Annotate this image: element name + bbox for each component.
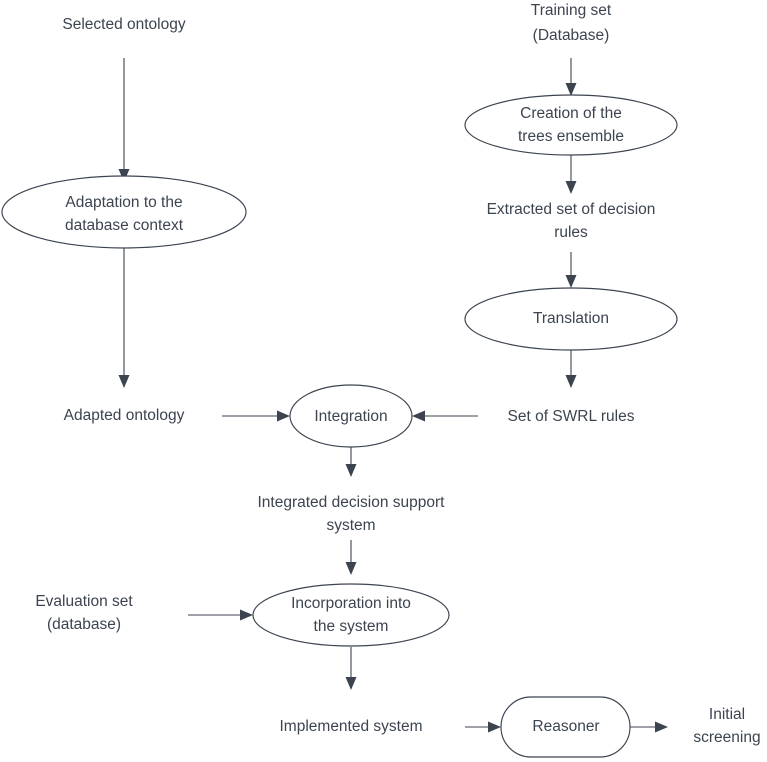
node-training-set: Training set (Database) <box>531 2 612 44</box>
adaptation-ellipse[interactable] <box>1 175 247 249</box>
node-initial-screening: Initial screening <box>693 706 760 746</box>
integration-ellipse[interactable] <box>289 384 413 448</box>
edge-integrated-dss-to-incorporation <box>345 540 357 575</box>
integration-label: Integration <box>314 408 387 425</box>
edge-adapted-ontology-to-integration <box>222 410 290 422</box>
training-set-label-line2: (Database) <box>533 27 610 44</box>
node-implemented-system: Implemented system <box>280 718 423 735</box>
translation-ellipse[interactable] <box>464 287 678 351</box>
node-integration[interactable]: Integration <box>289 384 413 448</box>
node-adapted-ontology: Adapted ontology <box>64 407 185 424</box>
training-set-label-line1: Training set <box>531 2 612 19</box>
edge-implemented-system-to-reasoner <box>465 721 501 733</box>
creation-trees-ellipse[interactable] <box>464 94 678 156</box>
reasoner-rounded-rect[interactable] <box>500 696 631 758</box>
node-incorporation[interactable]: Incorporation into the system <box>252 583 450 647</box>
initial-screening-label-line2: screening <box>693 729 760 746</box>
adaptation-label-line2: database context <box>65 217 184 234</box>
evaluation-set-label-line1: Evaluation set <box>35 593 133 610</box>
selected-ontology-label: Selected ontology <box>62 16 185 33</box>
edge-adaptation-to-adapted-ontology <box>118 248 130 388</box>
reasoner-label: Reasoner <box>532 718 599 735</box>
node-adaptation[interactable]: Adaptation to the database context <box>1 175 247 249</box>
adapted-ontology-label: Adapted ontology <box>64 407 185 424</box>
node-selected-ontology: Selected ontology <box>62 16 185 33</box>
node-extracted-rules: Extracted set of decision rules <box>487 201 656 241</box>
creation-trees-label-line1: Creation of the <box>520 105 622 122</box>
node-evaluation-set: Evaluation set (database) <box>35 593 133 633</box>
edge-creation-trees-to-extracted-rules <box>565 154 577 194</box>
edge-training-set-to-creation-trees <box>565 58 577 96</box>
edge-incorporation-to-implemented-system <box>345 647 357 690</box>
node-integrated-dss: Integrated decision support system <box>258 494 446 534</box>
extracted-rules-label-line2: rules <box>554 224 588 241</box>
edge-swrl-rules-to-integration <box>412 410 478 422</box>
creation-trees-label-line2: trees ensemble <box>518 128 624 145</box>
edge-selected-ontology-to-adaptation <box>118 58 130 182</box>
translation-label: Translation <box>533 310 609 327</box>
integrated-dss-label-line2: system <box>326 517 375 534</box>
adaptation-label-line1: Adaptation to the <box>65 194 182 211</box>
incorporation-label-line2: the system <box>314 618 389 635</box>
edge-reasoner-to-initial-screening <box>630 721 668 733</box>
edge-evaluation-set-to-incorporation <box>188 609 253 621</box>
node-creation-trees[interactable]: Creation of the trees ensemble <box>464 94 678 156</box>
extracted-rules-label-line1: Extracted set of decision <box>487 201 656 218</box>
initial-screening-label-line1: Initial <box>709 706 745 723</box>
evaluation-set-label-line2: (database) <box>47 616 121 633</box>
incorporation-ellipse[interactable] <box>252 583 450 647</box>
node-reasoner[interactable]: Reasoner <box>500 696 631 758</box>
edge-integration-to-integrated-dss <box>345 447 357 477</box>
edge-extracted-rules-to-translation <box>565 252 577 288</box>
incorporation-label-line1: Incorporation into <box>291 595 411 612</box>
integrated-dss-label-line1: Integrated decision support <box>258 494 446 511</box>
implemented-system-label: Implemented system <box>280 718 423 735</box>
node-swrl-rules: Set of SWRL rules <box>508 408 635 425</box>
swrl-rules-label: Set of SWRL rules <box>508 408 635 425</box>
node-translation[interactable]: Translation <box>464 287 678 351</box>
edge-translation-to-swrl-rules <box>565 350 577 388</box>
